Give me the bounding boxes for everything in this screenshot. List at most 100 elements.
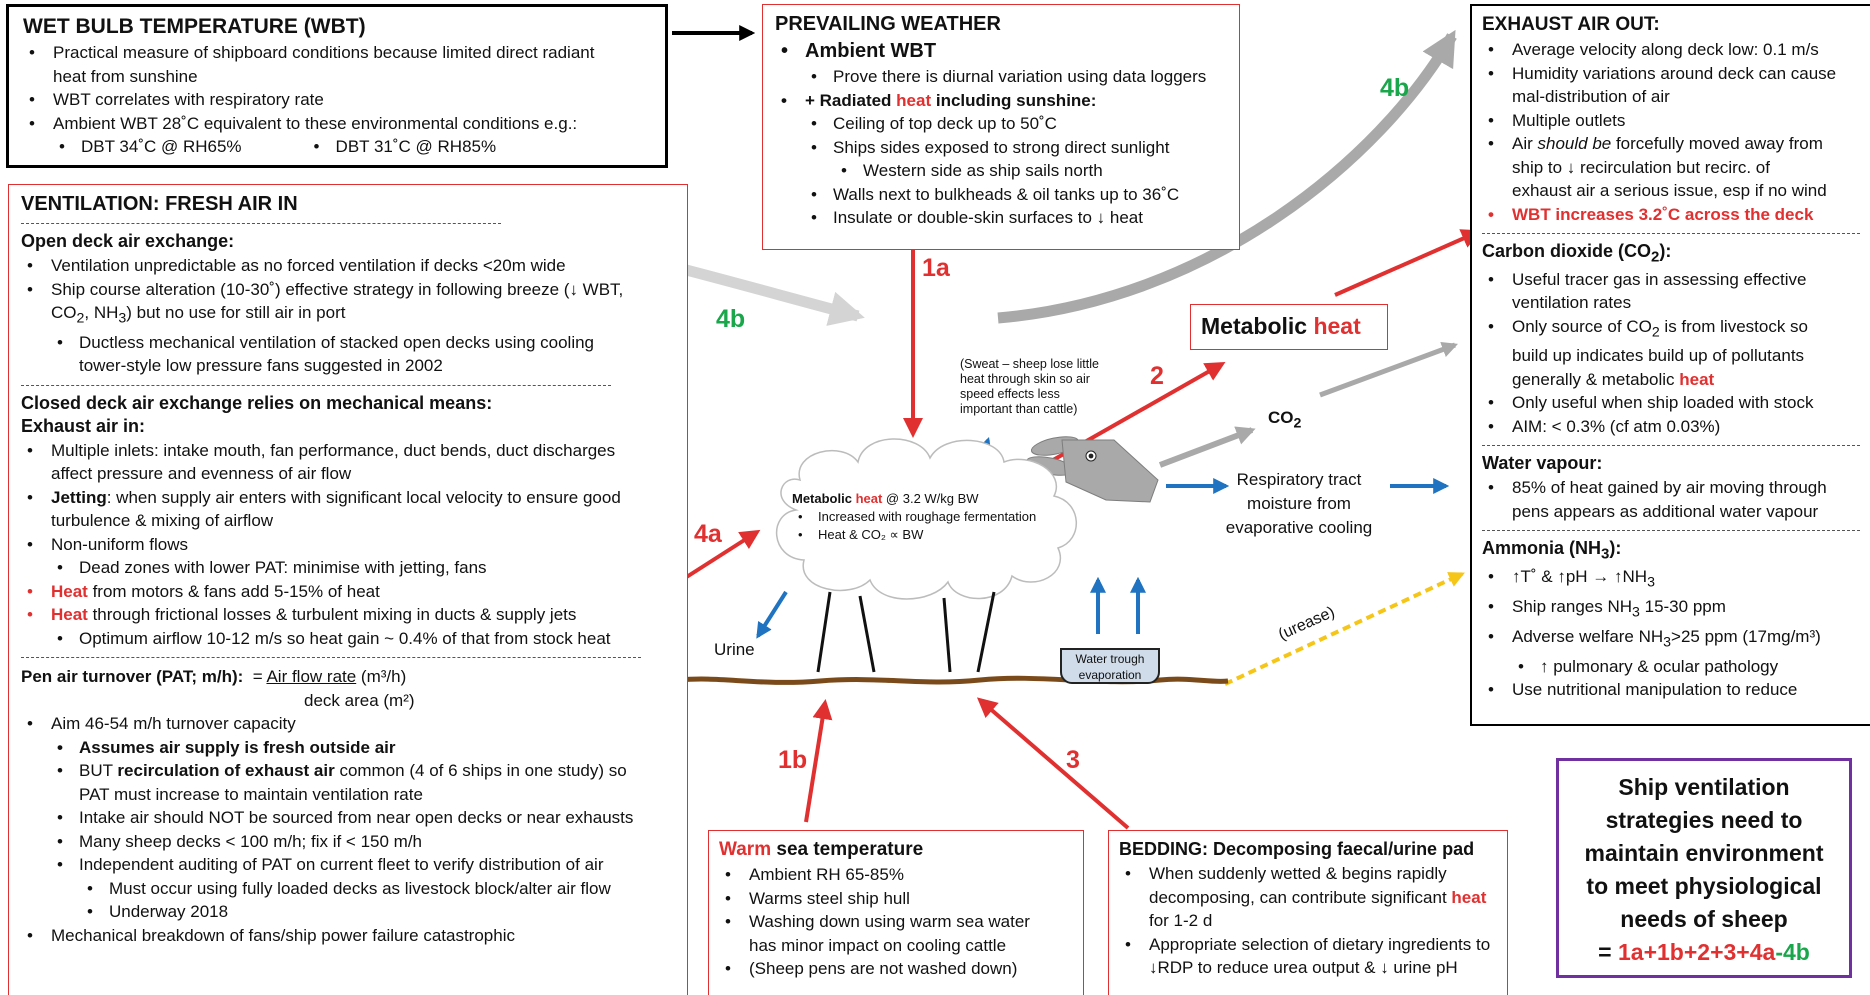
bedding-line-4: Appropriate selection of dietary ingredi…	[1119, 933, 1497, 957]
pat-line-10: Mechanical breakdown of fans/ship power …	[21, 924, 675, 948]
bedding-line-2: decomposing, can contribute significant …	[1149, 887, 1487, 907]
wbt-box: WET BULB TEMPERATURE (WBT) Practical mea…	[6, 4, 668, 168]
weather-radiated: + Radiated heat including sunshine:	[775, 89, 1227, 113]
exhaust-sep-1	[1482, 233, 1860, 234]
bedding-line-1: When suddenly wetted & begins rapidly	[1119, 862, 1497, 886]
sea-box: Warm sea temperature Ambient RH 65-85% W…	[708, 830, 1084, 995]
urine-label: Urine	[714, 640, 755, 659]
sea-line-4: has minor impact on cooling cattle	[749, 935, 1007, 955]
trough-line-1: Water trough	[1075, 652, 1145, 666]
open-line-1: Ventilation unpredictable as no forced v…	[21, 254, 675, 278]
weather-radiated-pre: + Radiated	[805, 90, 897, 110]
label-1b: 1b	[778, 746, 808, 774]
wbt-line-2: WBT correlates with respiratory rate	[23, 88, 651, 112]
exhaust-sep-3	[1482, 530, 1860, 532]
closed-line-2: affect pressure and evenness of air flow	[51, 464, 352, 484]
pat-line-7: Independent auditing of PAT on current f…	[21, 853, 675, 877]
exhaust-sep-2	[1482, 445, 1860, 447]
sheep-body	[775, 438, 1077, 600]
pat-line-2: Assumes air supply is fresh outside air	[21, 736, 675, 760]
urease-arrow	[1224, 572, 1465, 686]
weather-title: PREVAILING WEATHER	[775, 13, 1001, 35]
jetting-line-2: turbulence & mixing of airflow	[51, 511, 274, 531]
heat-motors-line: Heat from motors & fans add 5-15% of hea…	[21, 580, 675, 604]
pat-denominator: deck area (m²)	[304, 690, 415, 710]
nh3-line-5: Use nutritional manipulation to reduce	[1482, 678, 1860, 702]
co2-title: Carbon dioxide (CO2):	[1482, 241, 1672, 266]
pat-line-3: BUT recirculation of exhaust air common …	[21, 759, 675, 783]
sea-line-5: (Sheep pens are not washed down)	[719, 957, 1073, 981]
wbt-dbt-2: DBT 31˚C @ RH85%	[335, 137, 497, 156]
summary-box: Ship ventilation strategies need to main…	[1556, 758, 1852, 978]
co2-to-exhaust-arrow	[1319, 341, 1459, 398]
bedding-line-3: for 1-2 d	[1149, 911, 1213, 930]
exhaust-in-title: Exhaust air in:	[21, 415, 146, 436]
sea-title: Warm sea temperature	[719, 839, 924, 860]
exhaust-line-1: Average velocity along deck low: 0.1 m/s	[1482, 38, 1860, 62]
summary-line-3: maintain environment	[1584, 840, 1824, 866]
weather-radiated-post: including sunshine:	[931, 90, 1097, 110]
weather-line-4: Walls next to bulkheads & oil tanks up t…	[775, 183, 1227, 207]
open-line-5: tower-style low pressure fans suggested …	[79, 356, 443, 376]
label-3: 3	[1066, 746, 1080, 774]
metabolic-heat-word: heat	[1313, 313, 1361, 339]
water-line-1: 85% of heat gained by air moving through	[1482, 476, 1860, 500]
co2-label: CO2	[1268, 408, 1302, 432]
wbt-line-3: Ambient WBT 28˚C equivalent to these env…	[23, 112, 651, 136]
arrow-1b	[804, 699, 833, 823]
pat-line-4: PAT must increase to maintain ventilatio…	[79, 784, 423, 804]
wbt-dbt-1: DBT 34˚C @ RH65%	[81, 137, 242, 156]
exhaust-line-5: ship to ↓ recirculation but recirc. of	[1512, 157, 1770, 177]
jetting-line: Jetting: when supply air enters with sig…	[21, 486, 675, 510]
summary-line-1: Ship ventilation	[1618, 774, 1790, 800]
nh3-title: Ammonia (NH3):	[1482, 538, 1622, 564]
co2-line-5: AIM: < 0.3% (cf atm 0.03%)	[1482, 415, 1860, 439]
label-4b-right: 4b	[1380, 74, 1410, 102]
co2-metabolic: generally & metabolic heat	[1512, 369, 1715, 389]
metabolic-heat-box: Metabolic heat	[1190, 304, 1388, 350]
cloud-line-2: •Heat & CO₂ ∝ BW	[798, 527, 924, 542]
pat-line-6: Many sheep decks < 100 m/h; fix if < 150…	[21, 830, 675, 854]
nh3-line-4: ↑ pulmonary & ocular pathology	[1482, 655, 1860, 679]
open-deck-title: Open deck air exchange:	[21, 231, 235, 251]
vent-sep-3	[21, 657, 641, 659]
open-line-4: Ductless mechanical ventilation of stack…	[21, 331, 675, 355]
co2-line-3: build up indicates build up of pollutant…	[1512, 346, 1805, 366]
pat-line-5: Intake air should NOT be sourced from ne…	[21, 806, 675, 830]
pat-title: Pen air turnover (PAT; m/h):	[21, 667, 244, 687]
metabolic-label: Metabolic	[1201, 313, 1314, 339]
sea-line-2: Warms steel ship hull	[719, 887, 1073, 911]
nh3-line-1: ↑T˚ & ↑pH → ↑NH3	[1482, 565, 1860, 595]
arrow-3	[976, 697, 1130, 830]
exhaust-line-3: mal-distribution of air	[1512, 87, 1670, 106]
wbt-line-1: Practical measure of shipboard condition…	[23, 41, 651, 65]
exhaust-air-pre: Air	[1512, 134, 1538, 153]
exhaust-line-6: exhaust air a serious issue, esp if no w…	[1512, 181, 1827, 200]
nh3-line-3: Adverse welfare NH3>25 ppm (17mg/m³)	[1482, 625, 1860, 655]
pat-line-8: Must occur using fully loaded decks as l…	[21, 877, 675, 901]
exhaust-air-post: forcefully moved away from	[1611, 134, 1823, 153]
pat-line-9: Underway 2018	[21, 900, 675, 924]
closed-deck-title: Closed deck air exchange relies on mecha…	[21, 392, 493, 413]
exhaust-air-should: Air should be forcefully moved away from	[1482, 132, 1860, 156]
exhaust-line-4: Multiple outlets	[1482, 109, 1860, 133]
cloud-text: Metabolic heat @ 3.2 W/kg BW •Increased …	[792, 490, 1036, 544]
optimum-airflow-line: Optimum airflow 10-12 m/s so heat gain ~…	[21, 627, 675, 651]
open-line-3: CO2, NH3) but no use for still air in po…	[51, 303, 346, 327]
pat-line-1: Aim 46-54 m/h turnover capacity	[21, 712, 675, 736]
summary-formula: = 1a+1b+2+3+4a-4b	[1598, 939, 1810, 965]
sea-line-3: Washing down using warm sea water	[719, 910, 1073, 934]
weather-line-1: Ceiling of top deck up to 50˚C	[775, 112, 1227, 136]
sheep-legs	[816, 591, 996, 673]
vent-title: VENTILATION: FRESH AIR IN	[21, 193, 298, 215]
label-4b-left: 4b	[716, 305, 746, 333]
vent-sep-1	[21, 223, 501, 224]
exhaust-air-em: should be	[1537, 134, 1612, 153]
cloud-metabolic: Metabolic heat @ 3.2 W/kg BW	[792, 491, 979, 506]
bedding-box: BEDDING: Decomposing faecal/urine pad Wh…	[1108, 830, 1508, 995]
bedding-title: BEDDING: Decomposing faecal/urine pad	[1119, 839, 1475, 859]
metabolic-to-exhaust-arrow	[1334, 229, 1482, 297]
weather-diurnal: Prove there is diurnal variation using d…	[775, 65, 1227, 89]
head-to-co2-arrow	[1158, 426, 1256, 468]
